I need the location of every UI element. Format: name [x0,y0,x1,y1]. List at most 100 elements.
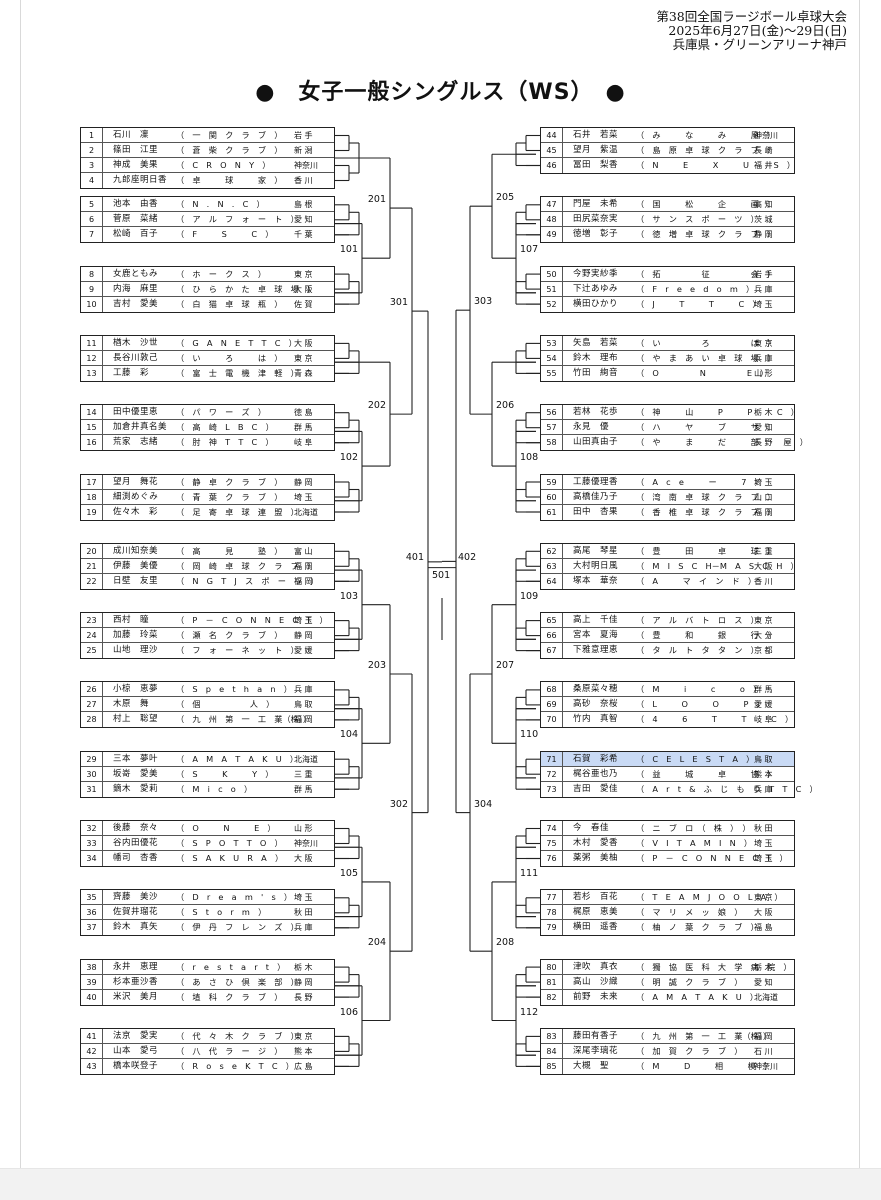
player-club: （ J T T C ） [636,298,761,309]
player-name: 望月 紫温 [573,145,619,155]
player-prefecture: 東 京 [294,269,313,279]
player-prefecture: 兵 庫 [754,784,773,794]
right-page-edge [859,0,860,1168]
player-prefecture: 埼 玉 [754,299,773,309]
player-prefecture: 三 重 [754,546,773,556]
player-prefecture: 徳 島 [294,408,313,418]
round-label: 304 [474,798,493,810]
player-club: （ や ま あ い 卓 球 場 ） [636,352,776,363]
player-name: 藤田有香子 [573,1030,619,1041]
player-prefecture: 東 京 [294,353,313,363]
player-name: 高山 沙織 [573,976,619,987]
player-prefecture: 茨 城 [754,215,773,225]
player-number: 58 [541,435,563,451]
player-club: （ M D 相 模 ） [636,1060,773,1071]
player-name: 佐々木 彩 [113,506,159,517]
player-club: （ G A N E T T C ） [176,337,297,348]
player-club: （ M I S C H－M A S C H ） [636,560,799,571]
player-name: 石井 若菜 [573,130,619,140]
player-name: 鈴木 真矢 [113,922,159,933]
player-club: （ 八 代 ラ ー ジ ） [176,1045,283,1056]
player-name: 若林 花歩 [573,407,619,418]
player-name: 若杉 百花 [573,892,619,903]
player-name: 吉村 愛美 [113,298,159,309]
player-prefecture: 群 馬 [294,423,313,433]
player-prefecture: 埼 玉 [294,893,313,903]
player-club: （ フ ォ ー ネ ッ ト ） [176,645,299,656]
player-number: 73 [541,781,563,797]
player-number: 70 [541,712,563,728]
player-number: 18 [81,489,103,505]
player-club: （ ア ル バ ト ロ ス ） [636,615,759,626]
player-club: （ 肘 神 T T C ） [176,437,274,448]
player-prefecture: 静 岡 [294,477,313,487]
player-number: 35 [81,890,103,906]
player-number: 45 [541,143,563,158]
round-label: 110 [520,729,539,741]
round-label: 104 [339,729,358,741]
player-name: 三本 夢叶 [113,753,159,764]
player-prefecture: 兵 庫 [294,923,313,933]
player-club: （ 青 葉 ク ラ ブ ） [176,491,283,502]
player-prefecture: 埼 玉 [754,854,773,863]
player-club: （ P － C O N N E C T ） [636,853,788,863]
player-number: 49 [541,227,563,243]
player-number: 65 [541,613,563,629]
player-name: 薬粥 美柚 [573,853,619,863]
player-prefecture: 長 崎 [754,146,773,155]
player-name: 宮本 夏海 [573,630,619,641]
player-number: 55 [541,365,563,381]
round-label: 303 [474,296,493,308]
player-number: 40 [81,989,103,1005]
player-name: 荒家 志緒 [113,437,159,448]
round-label: 101 [339,244,358,256]
player-number: 32 [81,821,103,836]
player-prefecture: 富 山 [294,546,313,556]
player-club: （ 代 々 木 ク ラ ブ ） [176,1030,299,1041]
player-club: （ O N E ） [636,367,769,378]
player-club: （ 高 見 塾 ） [176,545,283,556]
player-number: 25 [81,643,103,659]
player-prefecture: 鳥 取 [754,754,773,764]
player-club: （ A M A T A K U ） [176,753,299,764]
player-number: 8 [81,266,103,282]
player-club: （ N E X U S ） [636,160,796,170]
player-prefecture: 神奈川 [294,161,318,170]
player-club: （ C E L E S T A ） [636,753,755,764]
player-number: 19 [81,504,103,520]
player-prefecture: 埼 玉 [754,477,773,487]
player-club: （ 高 崎 L B C ） [176,422,274,433]
player-number: 38 [81,959,103,975]
